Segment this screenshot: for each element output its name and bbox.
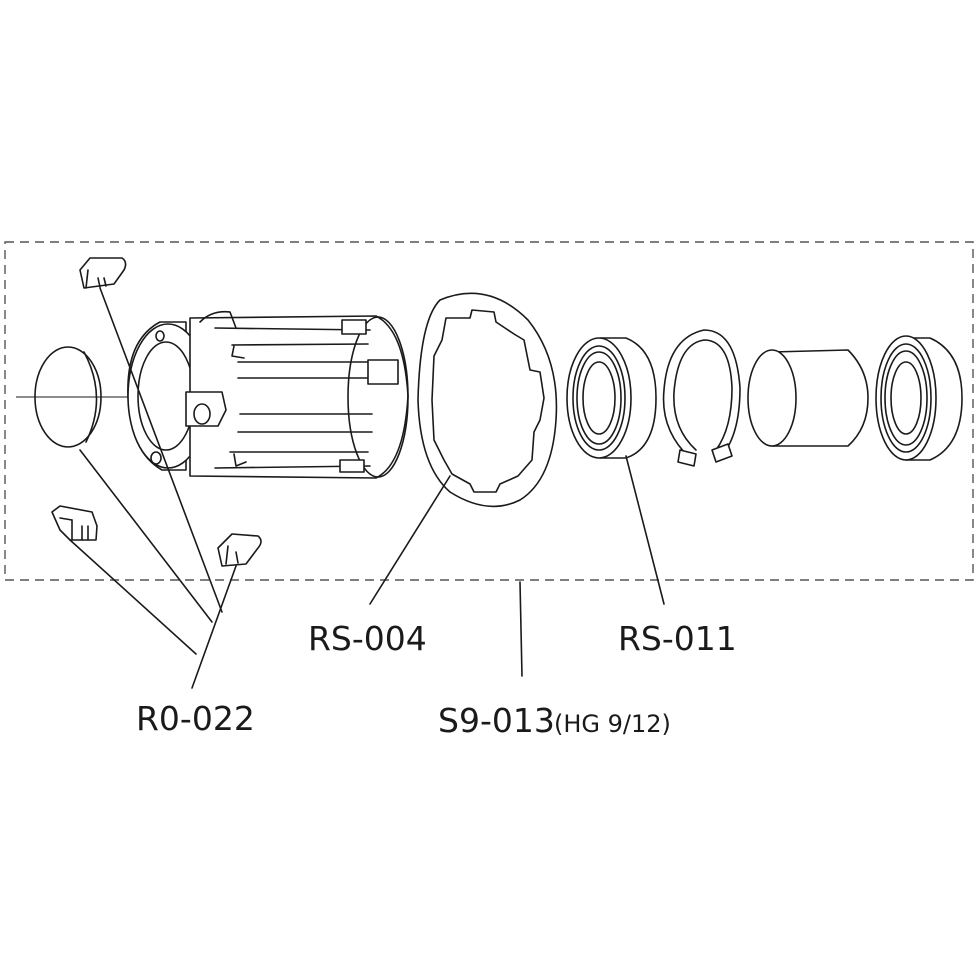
snap-ring xyxy=(34,346,102,448)
label-s9-013: S9-013 xyxy=(438,701,555,740)
pawl-bottom-right xyxy=(217,533,262,567)
pawl-bottom-left xyxy=(51,505,98,541)
bearing-left xyxy=(566,337,657,459)
freehub-body xyxy=(127,310,409,479)
spacer-sleeve xyxy=(747,349,869,447)
leader-lines xyxy=(69,287,665,689)
spacer-ring xyxy=(417,292,558,508)
label-s9-013-note: (HG 9/12) xyxy=(554,710,671,738)
label-rs-004: RS-004 xyxy=(308,619,427,658)
assembly-boundary xyxy=(4,241,974,581)
label-rs-011: RS-011 xyxy=(618,619,737,658)
circlip xyxy=(662,329,741,467)
pawl-top xyxy=(79,257,127,289)
bearing-right xyxy=(875,335,963,461)
label-r0-022: R0-022 xyxy=(136,699,255,738)
